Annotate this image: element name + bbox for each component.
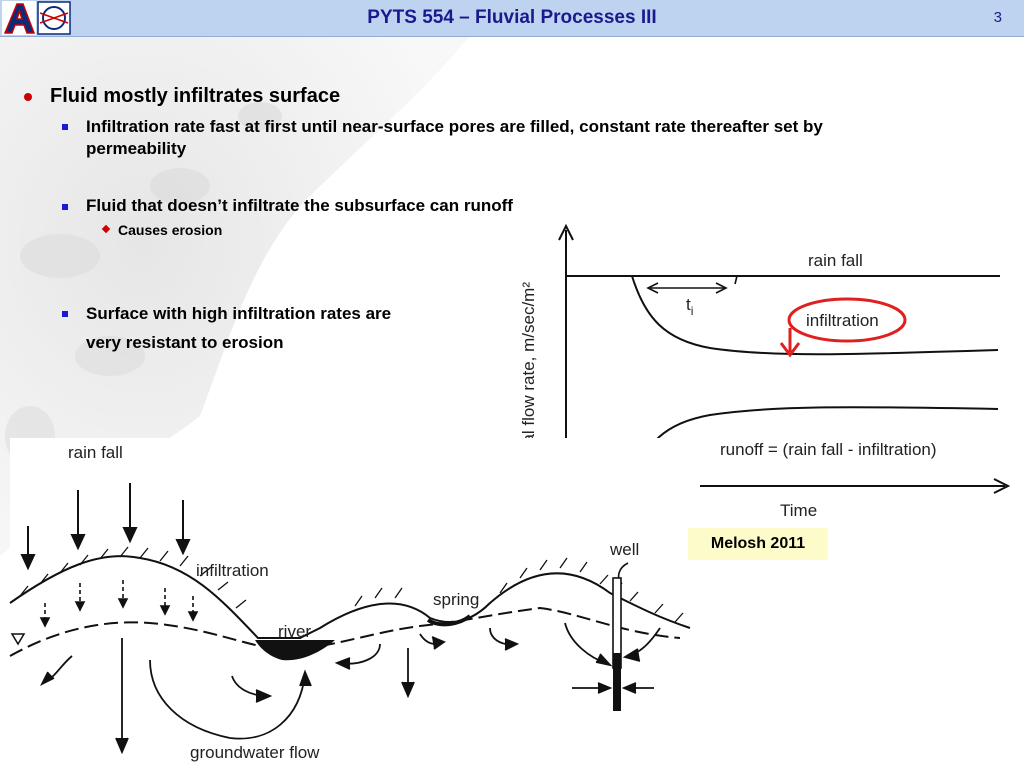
- x-axis-label: Time: [780, 501, 817, 520]
- rainfall-label: rain fall: [808, 251, 863, 270]
- slide-number: 3: [993, 9, 1002, 26]
- infiltration-label: infiltration: [806, 311, 879, 330]
- river-channel: [255, 640, 335, 661]
- surface-hachures: [19, 546, 684, 623]
- water-table: [9, 606, 681, 657]
- diagram-rainfall-label: rain fall: [68, 443, 123, 462]
- ground-surface: [9, 555, 691, 639]
- background-texture: [0, 36, 470, 556]
- spring-outflow: [426, 614, 472, 627]
- diagram-infiltration-label: infiltration: [196, 561, 269, 580]
- y-axis-label: Areal flow rate, m/sec/m²: [519, 282, 538, 470]
- spring-label: spring: [433, 590, 479, 609]
- rain-arrows: [20, 483, 191, 571]
- groundwater-diagram: rain fall infiltration river spring well: [9, 438, 700, 768]
- runoff-label: runoff = (rain fall - infiltration): [720, 440, 937, 459]
- ti-label: ti: [686, 295, 693, 318]
- water-table-marker-icon: [10, 633, 26, 646]
- slide-title: PYTS 554 – Fluvial Processes III: [367, 7, 657, 28]
- river-label: river: [278, 622, 311, 641]
- ti-arrow-right-icon: [715, 282, 728, 294]
- ti-arrow-left-icon: [646, 282, 659, 294]
- citation-box: Melosh 2011: [688, 528, 828, 560]
- groundwater-flow-arrows: [39, 622, 661, 755]
- university-logo: [2, 1, 71, 35]
- infiltration-arrows: [39, 580, 199, 628]
- infiltration-highlight: [787, 297, 907, 343]
- ti-tick: [734, 275, 738, 285]
- y-axis-arrow-icon: [558, 223, 574, 241]
- infiltration-curve: [631, 275, 999, 356]
- well-label: well: [609, 540, 639, 559]
- slide-header: PYTS 554 – Fluvial Processes III 3: [0, 0, 1024, 37]
- red-down-arrow-icon: [779, 328, 801, 358]
- x-axis-arrow-icon: [993, 478, 1011, 494]
- groundwater-flow-label: groundwater flow: [190, 743, 320, 762]
- well-water: [613, 653, 621, 711]
